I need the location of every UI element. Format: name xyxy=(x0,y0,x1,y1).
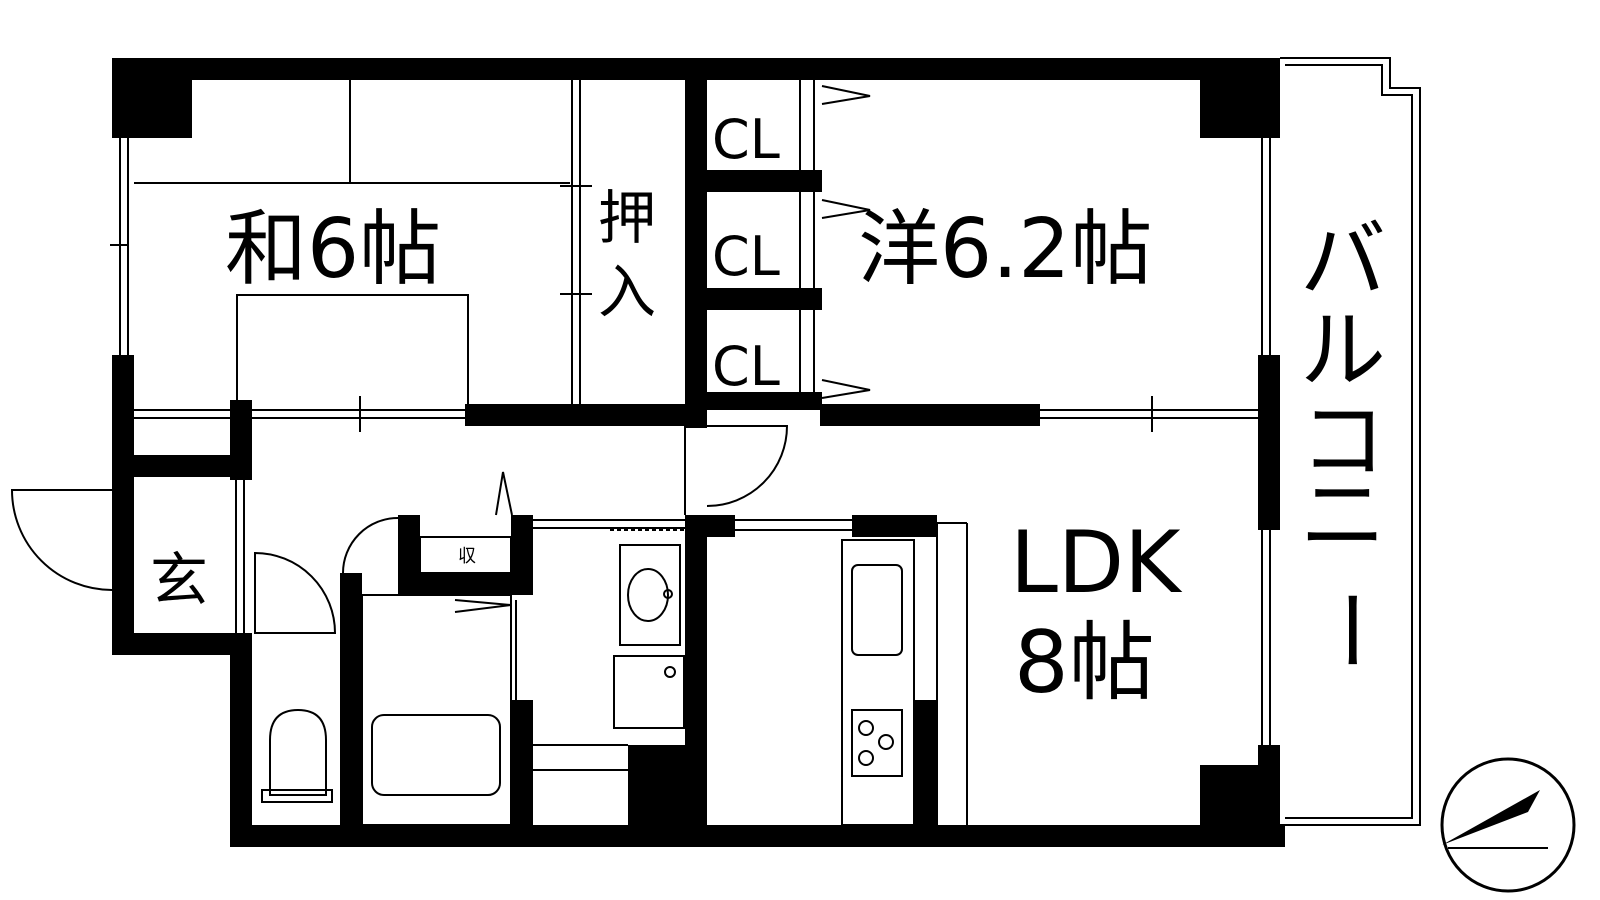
ldk-name-label: LDK xyxy=(1010,513,1183,613)
ldk-size-label: 8帖 xyxy=(1014,613,1155,713)
balcony-label-3: コ xyxy=(1300,391,1386,491)
compass-icon xyxy=(1440,757,1576,893)
closet-label-2: CL xyxy=(712,225,780,288)
oshiire-label-top: 押 xyxy=(598,184,656,252)
balcony-label-5: ー xyxy=(1299,587,1399,673)
thin-lines xyxy=(10,57,1421,826)
outer-walls xyxy=(112,58,1285,847)
storage-label: 収 xyxy=(458,546,476,567)
western-room-label: 洋6.2帖 xyxy=(858,202,1152,297)
balcony-label-1: バ xyxy=(1300,211,1386,311)
balcony-label-2: ル xyxy=(1300,301,1386,401)
entrance-label: 玄 xyxy=(150,546,208,614)
japanese-room-label: 和6帖 xyxy=(225,202,441,297)
balcony-label-4: ニ xyxy=(1300,466,1386,566)
closet-label-1: CL xyxy=(712,108,780,171)
closet-label-3: CL xyxy=(712,335,780,398)
interior-walls xyxy=(134,58,1040,845)
oshiire-label-bottom: 入 xyxy=(598,258,656,326)
